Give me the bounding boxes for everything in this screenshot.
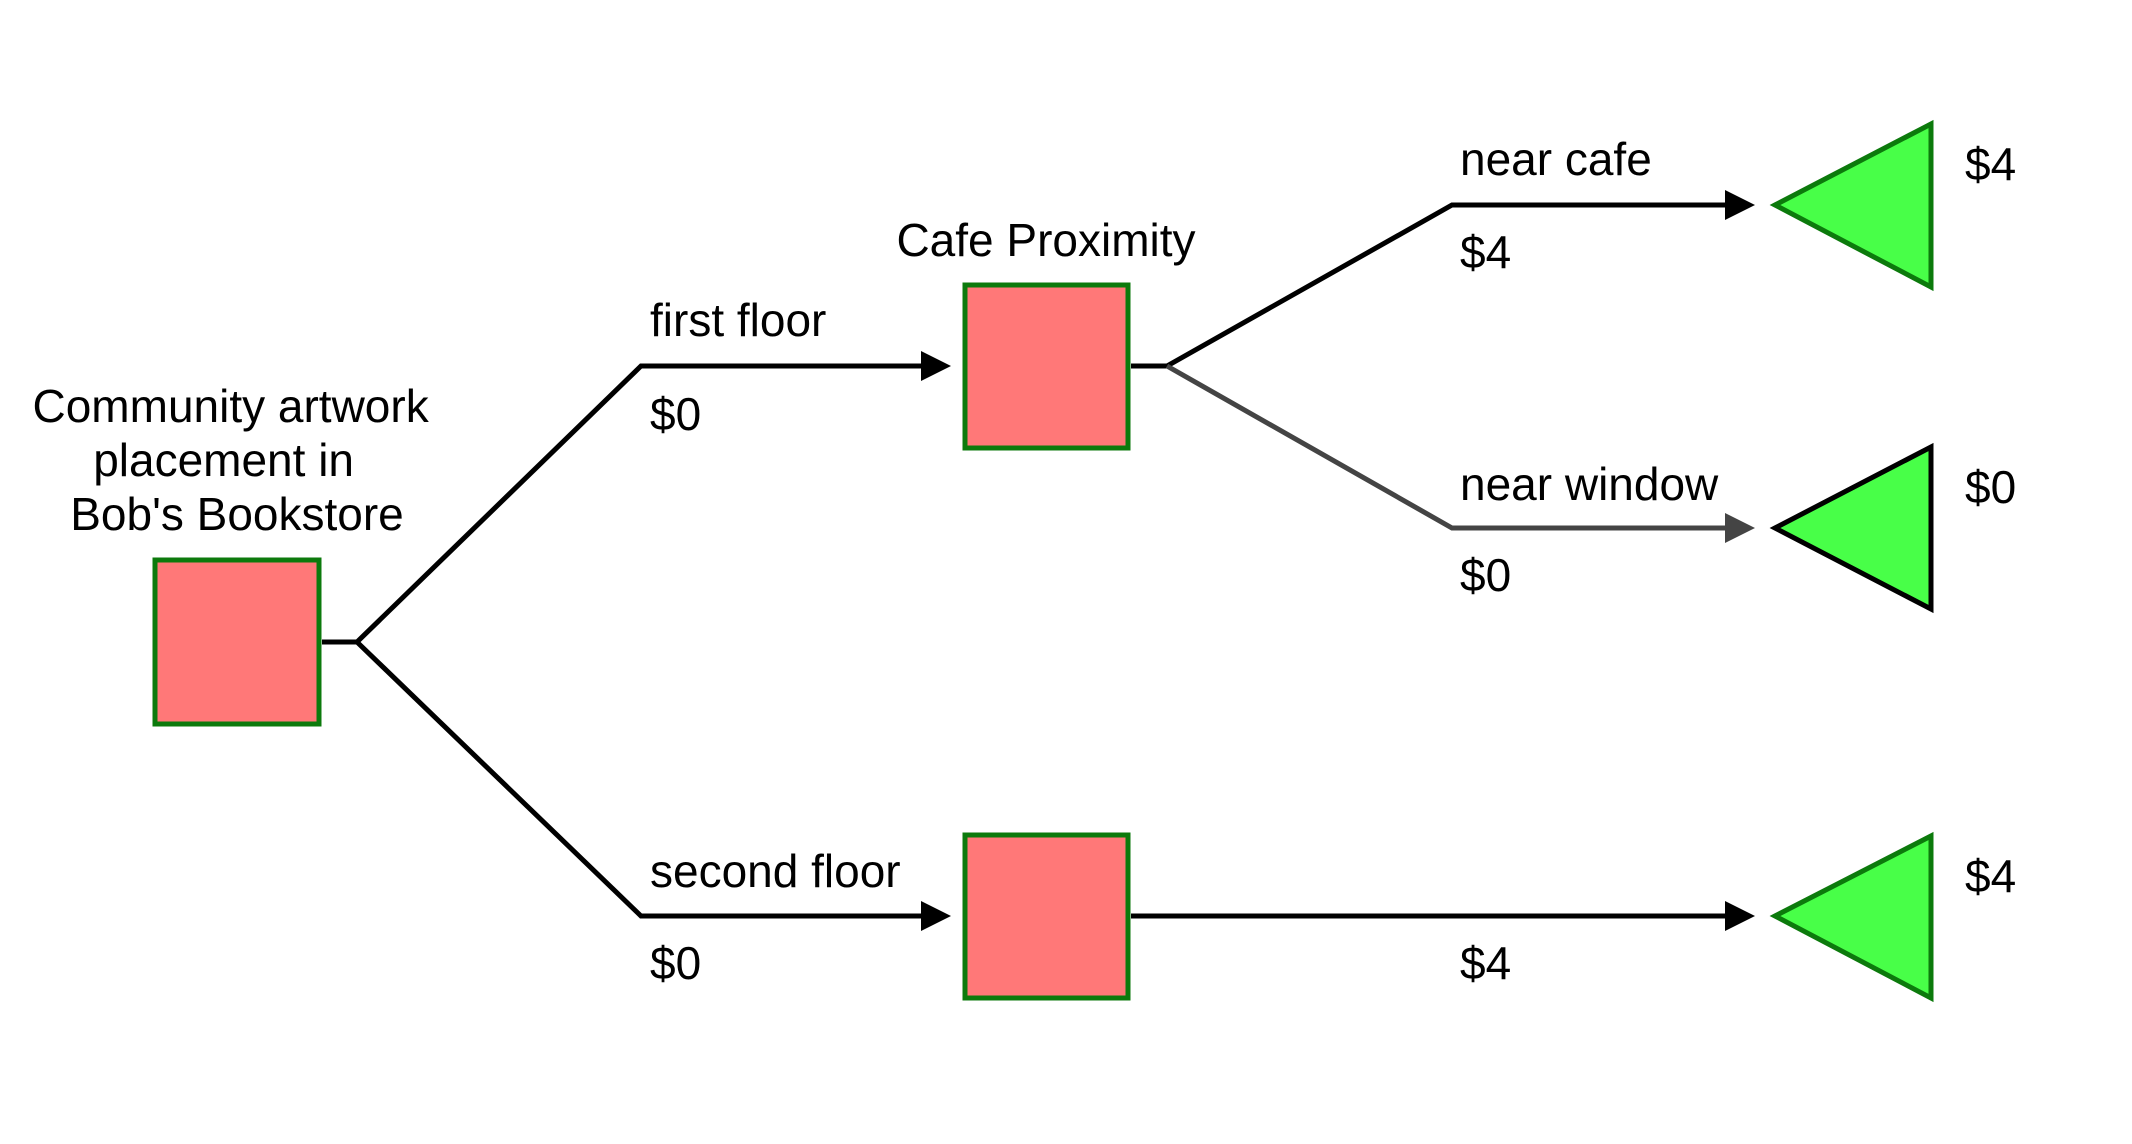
terminal-near-window-node[interactable] [1769, 442, 1934, 614]
root-title-line-1: Community artwork [33, 380, 430, 432]
branch-label-near-window: near window [1460, 458, 1719, 510]
branch-value-first-floor: $0 [650, 388, 701, 440]
edge-root-second-floor [355, 640, 951, 931]
branch-label-first-floor: first floor [650, 294, 826, 346]
root-decision-node[interactable] [152, 557, 322, 727]
branch-value-near-window: $0 [1460, 549, 1511, 601]
terminal-value-second-floor: $4 [1965, 850, 2016, 902]
branch-value-second-floor: $0 [650, 937, 701, 989]
terminal-value-near-window: $0 [1965, 461, 2016, 513]
branch-value-near-cafe: $4 [1460, 226, 1511, 278]
terminal-near-cafe-node[interactable] [1769, 119, 1934, 292]
root-title: Community artwork placement in Bob's Boo… [33, 380, 442, 540]
terminal-value-near-cafe: $4 [1965, 138, 2016, 190]
branch-value-second-floor-outcome: $4 [1460, 937, 1511, 989]
root-title-line-3: Bob's Bookstore [70, 488, 404, 540]
cafe-proximity-decision-node[interactable] [962, 282, 1131, 451]
edge-root-first-floor [322, 351, 951, 645]
cafe-node-title: Cafe Proximity [896, 214, 1195, 266]
root-title-line-2: placement in [93, 434, 354, 486]
branch-label-second-floor: second floor [650, 845, 901, 897]
second-floor-decision-node[interactable] [962, 832, 1131, 1001]
branch-label-near-cafe: near cafe [1460, 133, 1652, 185]
edge-near-window [1165, 363, 1755, 543]
terminal-second-floor-node[interactable] [1769, 831, 1934, 1003]
edge-near-cafe [1131, 190, 1755, 369]
